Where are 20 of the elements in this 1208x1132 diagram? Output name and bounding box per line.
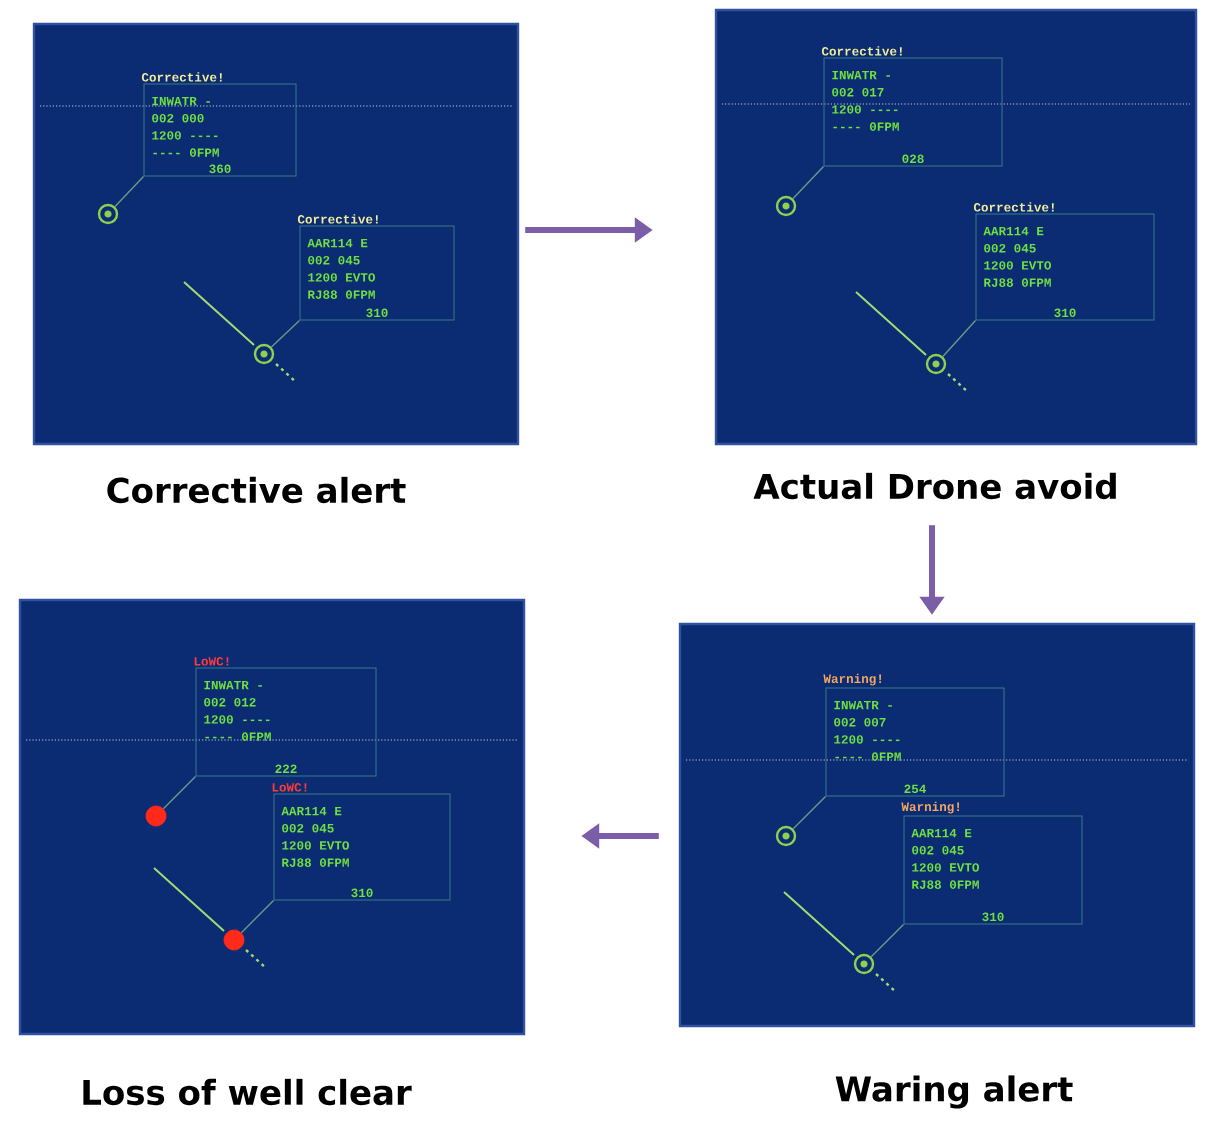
leader-line	[114, 175, 145, 208]
leader-line	[942, 319, 977, 358]
panel-caption: Corrective alert	[107, 476, 406, 504]
aircraft-symbol	[853, 953, 875, 975]
leader-line	[162, 775, 197, 810]
leader-line	[870, 923, 905, 958]
panel-caption: Waring alert	[835, 1075, 1073, 1109]
aircraft-symbol	[223, 929, 245, 951]
aircraft-symbol	[97, 203, 119, 225]
leader-line	[792, 165, 825, 200]
leader-line	[240, 899, 275, 934]
aircraft-symbol	[145, 805, 167, 827]
panel-caption: Actual Drone avoid	[753, 472, 1116, 500]
aircraft-symbol	[253, 343, 275, 365]
panel-caption: Loss of well clear	[83, 1078, 412, 1106]
aircraft-symbol	[775, 195, 797, 217]
aircraft-symbol	[925, 353, 947, 375]
leader-line	[270, 319, 301, 348]
aircraft-symbol	[775, 825, 797, 847]
leader-line	[792, 795, 827, 830]
